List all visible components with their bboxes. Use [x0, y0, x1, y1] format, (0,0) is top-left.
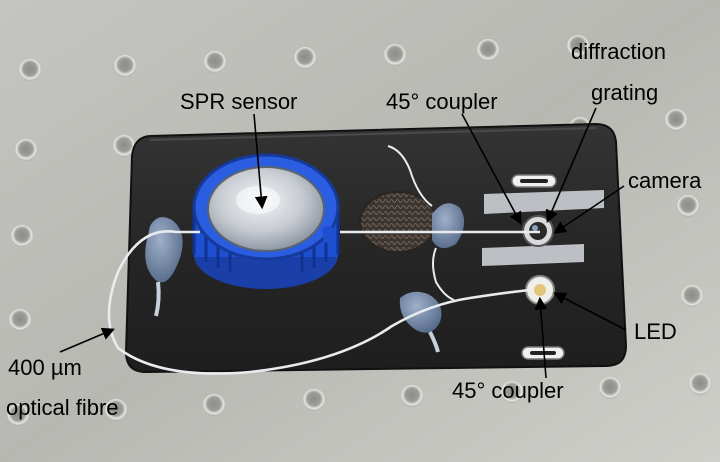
- mounting-hole: [665, 109, 687, 131]
- mounting-hole: [204, 51, 226, 73]
- arrow-coupler-top: [461, 113, 522, 225]
- label-coupler-top: 45° coupler: [386, 89, 498, 114]
- mounting-hole: [114, 55, 136, 77]
- breadboard-holes: [7, 35, 711, 426]
- arrow-led: [553, 292, 627, 331]
- mounting-hole: [384, 44, 406, 66]
- mounting-hole: [11, 225, 33, 247]
- optical-fibre: [107, 230, 540, 375]
- mounting-hole: [501, 381, 523, 403]
- label-spr-sensor: SPR sensor: [180, 89, 298, 114]
- mounting-hole: [567, 35, 589, 57]
- mounting-hole: [681, 285, 703, 307]
- mounting-hole: [599, 377, 621, 399]
- label-diffraction-line2: grating: [591, 80, 659, 105]
- annotation-arrows: [59, 107, 627, 379]
- tape-strip: [484, 190, 604, 214]
- mounting-hole: [203, 394, 225, 416]
- mounting-hole: [677, 195, 699, 217]
- label-coupler-bottom: 45° coupler: [452, 378, 564, 403]
- mounting-hole: [303, 389, 325, 411]
- tape-strip: [482, 244, 584, 266]
- label-fibre-line2: optical fibre: [6, 395, 119, 420]
- mounting-hole: [15, 139, 37, 161]
- label-diffraction-line1: diffraction: [571, 39, 666, 64]
- mounting-hole: [401, 385, 423, 407]
- arrow-fibre: [59, 327, 115, 353]
- label-led: LED: [634, 319, 677, 344]
- mounting-hole: [9, 309, 31, 331]
- wool-pad: [359, 191, 437, 253]
- mounting-hole: [113, 135, 135, 157]
- led-module: [525, 275, 555, 305]
- label-camera: camera: [628, 168, 702, 193]
- spr-sensor-cap: [192, 153, 340, 289]
- arrow-coupler-bottom: [534, 296, 548, 379]
- arrow-diffraction: [545, 107, 597, 223]
- mounting-hole: [105, 399, 127, 421]
- mounting-hole: [294, 47, 316, 69]
- mounting-hole: [689, 373, 711, 395]
- label-fibre-line1: 400 µm: [8, 355, 82, 380]
- mounting-hole: [19, 59, 41, 81]
- arrow-camera: [553, 185, 625, 234]
- mounting-hole: [7, 404, 29, 426]
- arrow-spr-sensor: [253, 113, 268, 210]
- mounting-hole: [477, 39, 499, 61]
